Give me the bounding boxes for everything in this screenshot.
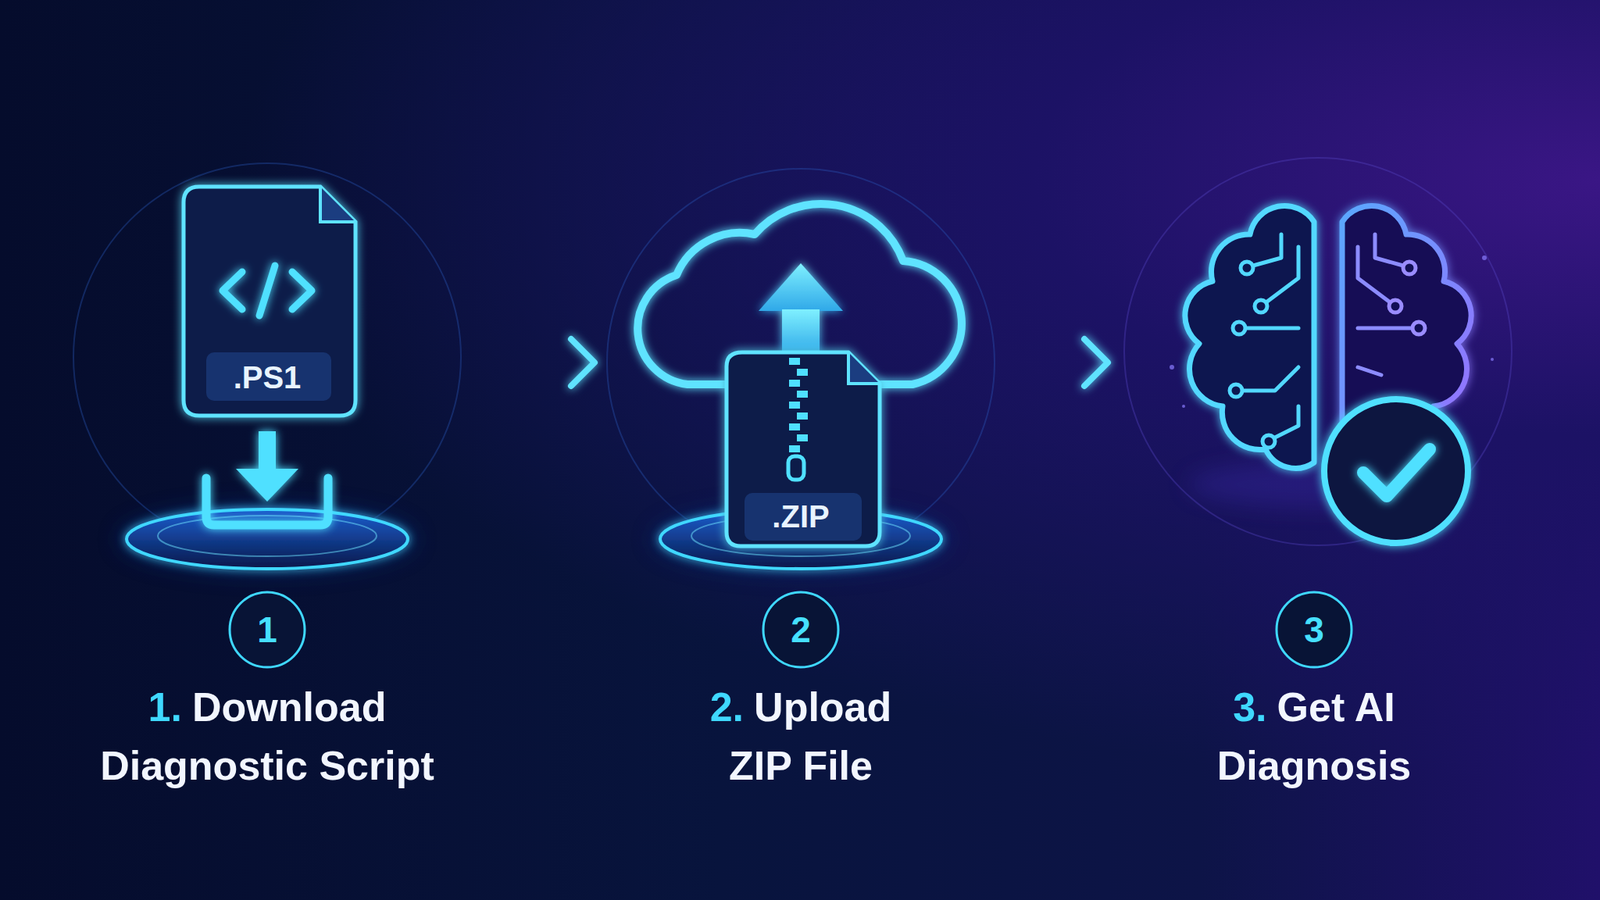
cloud-upload-icon bbox=[637, 203, 962, 574]
step-card: .ZIP 2 2.Upload ZIP File bbox=[597, 140, 1004, 829]
step-prefix: 3. bbox=[1232, 684, 1267, 730]
step-number-circle bbox=[229, 592, 1352, 668]
step-card: 3 3.Get AI Diagnosis bbox=[1110, 140, 1518, 829]
step-prefix: 1. bbox=[148, 684, 183, 730]
arrow-line bbox=[1003, 360, 1108, 365]
ai-brain-icon bbox=[1169, 205, 1494, 543]
step-number: 3 bbox=[1303, 611, 1325, 648]
step-title: Upload ZIP File bbox=[728, 684, 892, 789]
step-number: 2 bbox=[790, 611, 811, 648]
script-file-icon bbox=[118, 186, 416, 574]
step-label: 1.Download Diagnostic Script bbox=[71, 678, 463, 796]
arrow-head bbox=[571, 339, 595, 386]
flow-arrow bbox=[470, 339, 595, 386]
flow-arrow bbox=[1003, 339, 1108, 386]
step-card: .PS1 1 1.Download Diagnostic Script bbox=[64, 140, 471, 829]
arrow-line bbox=[470, 360, 595, 365]
file-extension-badge: .PS1 bbox=[233, 361, 302, 393]
step-prefix: 2. bbox=[710, 684, 744, 730]
halo-circle bbox=[73, 157, 1512, 557]
step-label: 2.Upload ZIP File bbox=[683, 678, 918, 796]
step-number: 1 bbox=[257, 611, 278, 648]
step-label: 3.Get AI Diagnosis bbox=[1196, 678, 1432, 796]
arrow-head bbox=[1084, 339, 1108, 386]
file-extension-badge: .ZIP bbox=[771, 500, 829, 533]
